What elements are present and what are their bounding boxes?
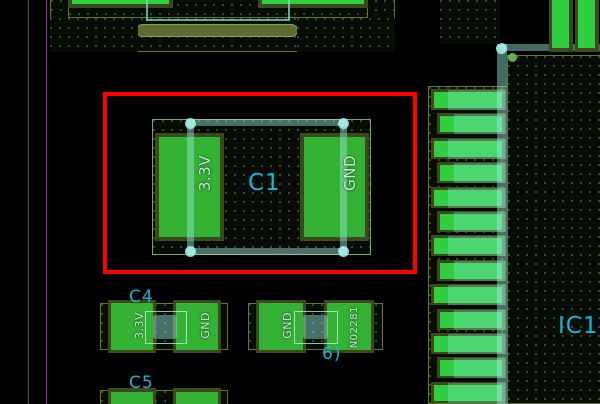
ic1-pad[interactable] [440,360,502,377]
c1-junction-bottom-left[interactable] [185,246,196,257]
top-trace-vertical-right[interactable] [288,0,290,20]
ic1-pad[interactable] [440,311,502,328]
ic1-pad[interactable] [434,189,502,206]
ic1-pad[interactable] [434,140,502,157]
ic1-pad-trace[interactable] [454,260,506,281]
ic1-pad[interactable] [440,214,502,230]
top-zone-notch-left [50,18,138,52]
r-body-outline [294,311,338,344]
c1-trace-top[interactable] [187,119,347,126]
ic1-pad-trace[interactable] [454,163,506,184]
keepout-line-left [46,0,47,404]
ic1-pad-trace[interactable] [454,114,506,135]
c1-trace-left[interactable] [187,119,194,255]
c1-junction-top-left[interactable] [185,118,196,129]
c4-body-outline [145,311,187,344]
top-trace-vertical-left[interactable] [146,0,148,20]
c5-pad-1[interactable] [111,392,153,404]
ic1-pad[interactable] [434,92,502,108]
ic1-top-pad-2[interactable] [578,0,595,48]
board-outline-left [28,0,29,404]
r-trace-center[interactable] [303,315,328,339]
ic1-pad-trace[interactable] [448,334,506,354]
top-pad-2-mask [258,0,368,8]
top-trace-horizontal[interactable] [146,19,290,21]
ic1-pad-trace[interactable] [448,236,506,257]
c5-pad-2[interactable] [176,392,218,404]
c1-junction-bottom-right[interactable] [338,246,349,257]
top-pad-1-mask [68,0,173,8]
ic1-junction-top[interactable] [496,43,507,54]
top-slot-pad[interactable] [136,24,298,37]
c1-courtyard-outline [152,119,371,255]
ic1-pad[interactable] [434,287,502,304]
c4-pad-1[interactable] [111,303,153,350]
c1-pad-1[interactable] [159,137,220,237]
ic1-pad[interactable] [434,336,502,352]
ic1-pad[interactable] [434,384,502,401]
r-pad-1[interactable] [259,303,303,350]
ic1-pad[interactable] [440,262,502,279]
r-pad-2[interactable] [327,303,371,350]
c1-junction-top-right[interactable] [338,118,349,129]
ic1-pad-trace[interactable] [454,358,506,379]
top-pad-1[interactable] [72,0,169,4]
ic1-trace-vertical[interactable] [497,44,507,404]
c4-trace-center[interactable] [153,315,177,339]
ic1-body-zone[interactable] [507,55,600,404]
right-background-zone [440,0,500,44]
top-pad-2[interactable] [262,0,364,4]
c1-trace-right[interactable] [340,119,347,255]
ic1-pad[interactable] [440,165,502,182]
top-zone-notch-right [297,18,395,52]
ic1-pad[interactable] [434,238,502,255]
ic1-pad-trace[interactable] [454,309,506,330]
c1-trace-bottom[interactable] [187,248,347,255]
ic1-pad-trace[interactable] [448,187,506,208]
c1-pad-2[interactable] [304,137,365,237]
ic1-pad-trace[interactable] [448,382,506,403]
ic1-pad-trace[interactable] [448,138,506,159]
ic1-top-pad-1[interactable] [552,0,569,48]
c4-pad-2[interactable] [176,303,218,350]
ic1-pad-trace[interactable] [448,90,506,110]
ic1-pad-trace[interactable] [454,212,506,232]
ic1-pad-trace[interactable] [448,285,506,306]
ic1-pad[interactable] [440,116,502,133]
ic1-via-corner[interactable] [508,53,517,62]
